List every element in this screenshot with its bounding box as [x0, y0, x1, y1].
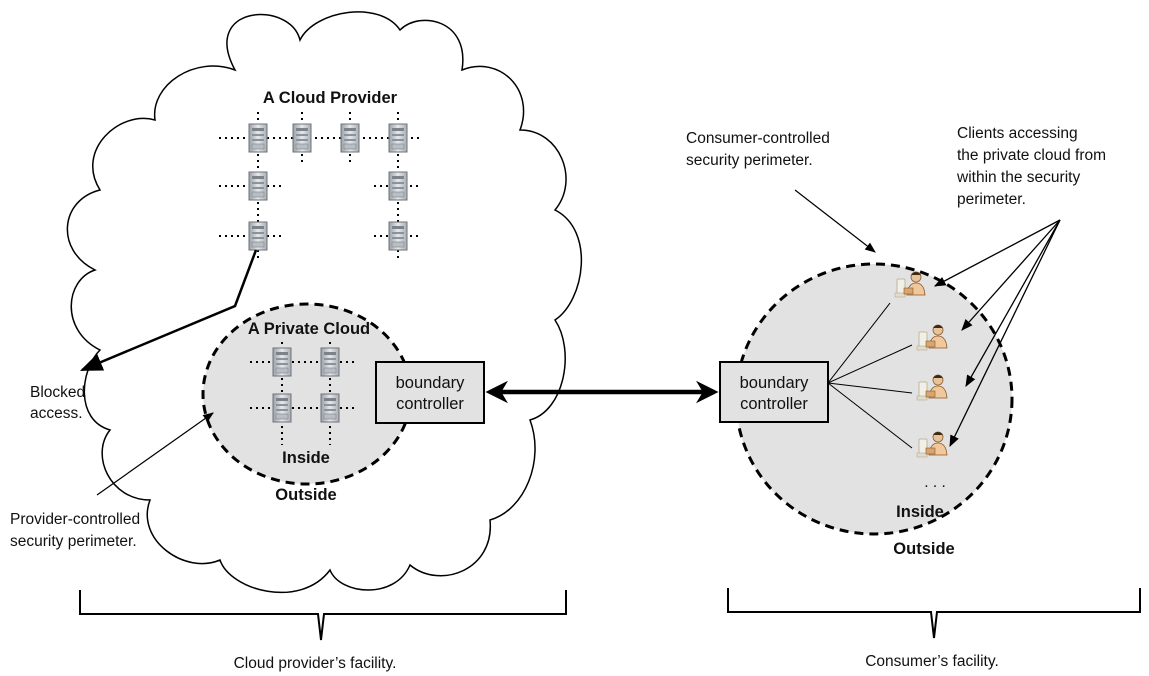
- blocked-access-line1: Blocked: [30, 384, 85, 401]
- provider-inside-label: Inside: [282, 449, 330, 467]
- provider-facility-brace: [79, 590, 567, 641]
- provider-facility-label: Cloud provider’s facility.: [234, 655, 397, 672]
- consumer-facility-brace: [727, 588, 1141, 639]
- provider-boundary-controller: [375, 361, 485, 424]
- consumer-inside-label: Inside: [896, 503, 944, 521]
- server-icon: [272, 393, 292, 423]
- blocked-access-line2: access.: [30, 405, 83, 422]
- server-icon: [320, 393, 340, 423]
- provider-perimeter-line2: security perimeter.: [10, 533, 137, 550]
- provider-perimeter-line1: Provider-controlled: [10, 511, 140, 528]
- cloud-provider-title: A Cloud Provider: [263, 89, 398, 107]
- server-icon: [248, 221, 268, 251]
- blocked-access-arrow: [79, 249, 258, 372]
- server-icon: [340, 123, 360, 153]
- provider-boundary-line2: controller: [396, 395, 464, 413]
- server-icon: [248, 171, 268, 201]
- provider-cloud-outline: [66, 11, 583, 594]
- consumer-facility-label: Consumer’s facility.: [865, 653, 999, 670]
- server-icon: [388, 221, 408, 251]
- server-icon: [388, 171, 408, 201]
- client-connections: [827, 302, 913, 449]
- server-icon: [272, 347, 292, 377]
- server-icon: [248, 123, 268, 153]
- clients-line4: perimeter.: [957, 191, 1026, 208]
- clients-line2: the private cloud from: [957, 147, 1106, 164]
- consumer-boundary-line1: boundary: [740, 374, 810, 392]
- server-icon: [388, 123, 408, 153]
- server-icon: [320, 347, 340, 377]
- provider-outside-label: Outside: [275, 486, 336, 504]
- consumer-perimeter-line1: Consumer-controlled: [686, 130, 830, 147]
- consumer-boundary-controller: [719, 361, 829, 423]
- provider-perimeter-pointer: [96, 412, 214, 496]
- consumer-outside-label: Outside: [893, 540, 954, 558]
- server-icon: [292, 123, 312, 153]
- private-cloud-title: A Private Cloud: [248, 320, 370, 338]
- consumer-boundary-line2: controller: [740, 395, 808, 413]
- consumer-ellipsis: . . .: [924, 474, 946, 491]
- private-server-grid: [250, 342, 355, 445]
- clients-pointer-arrows: [933, 219, 1061, 448]
- provider-boundary-line1: boundary: [396, 374, 466, 392]
- clients-line1: Clients accessing: [957, 125, 1078, 142]
- consumer-perimeter-pointer: [794, 189, 876, 253]
- consumer-perimeter-line2: security perimeter.: [686, 152, 813, 169]
- clients-line3: within the security: [956, 169, 1080, 186]
